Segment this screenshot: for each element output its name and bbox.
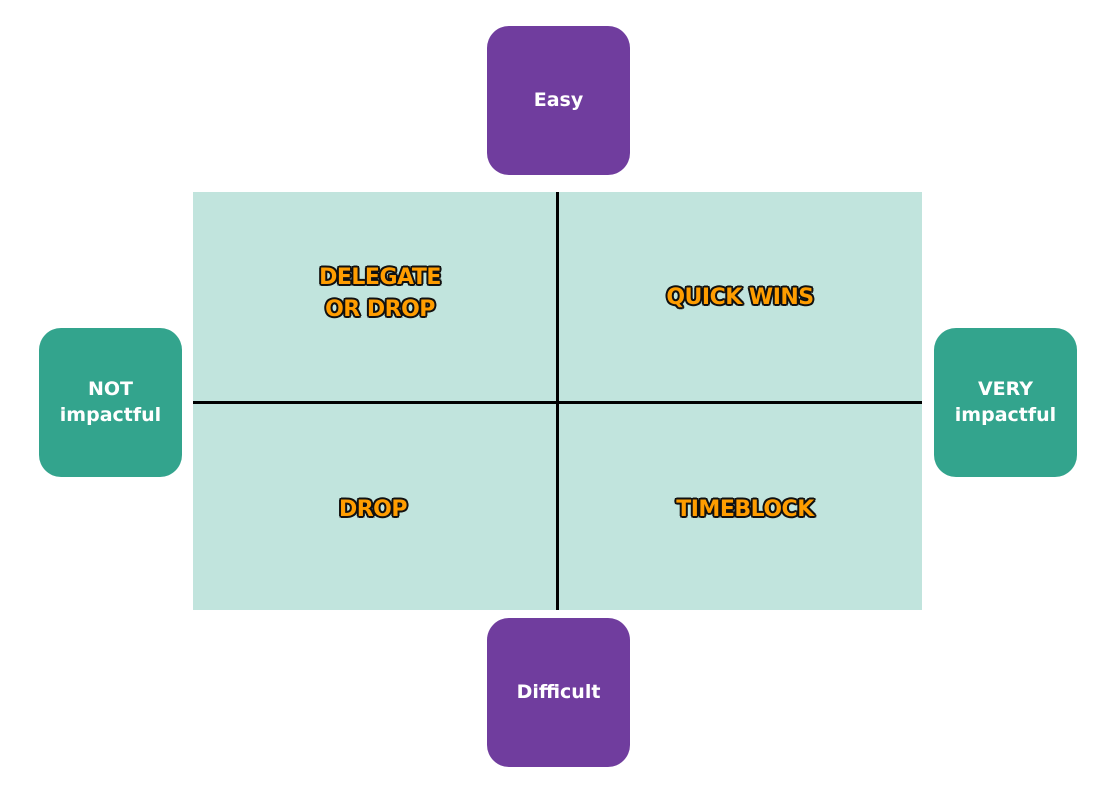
horizontal-divider <box>193 401 922 404</box>
axis-label-very-impactful: VERY impactful <box>934 328 1077 477</box>
axis-label-difficult: Difficult <box>487 618 630 767</box>
quadrant-drop: DROP <box>338 496 408 522</box>
quadrant-quick-wins: QUICK WINS <box>666 284 815 310</box>
axis-label-easy: Easy <box>487 26 630 175</box>
quadrant-delegate-or-drop: DELEGATE OR DROP <box>318 264 442 322</box>
axis-label-not-impactful: NOT impactful <box>39 328 182 477</box>
quadrant-timeblock: TIMEBLOCK <box>675 496 815 522</box>
